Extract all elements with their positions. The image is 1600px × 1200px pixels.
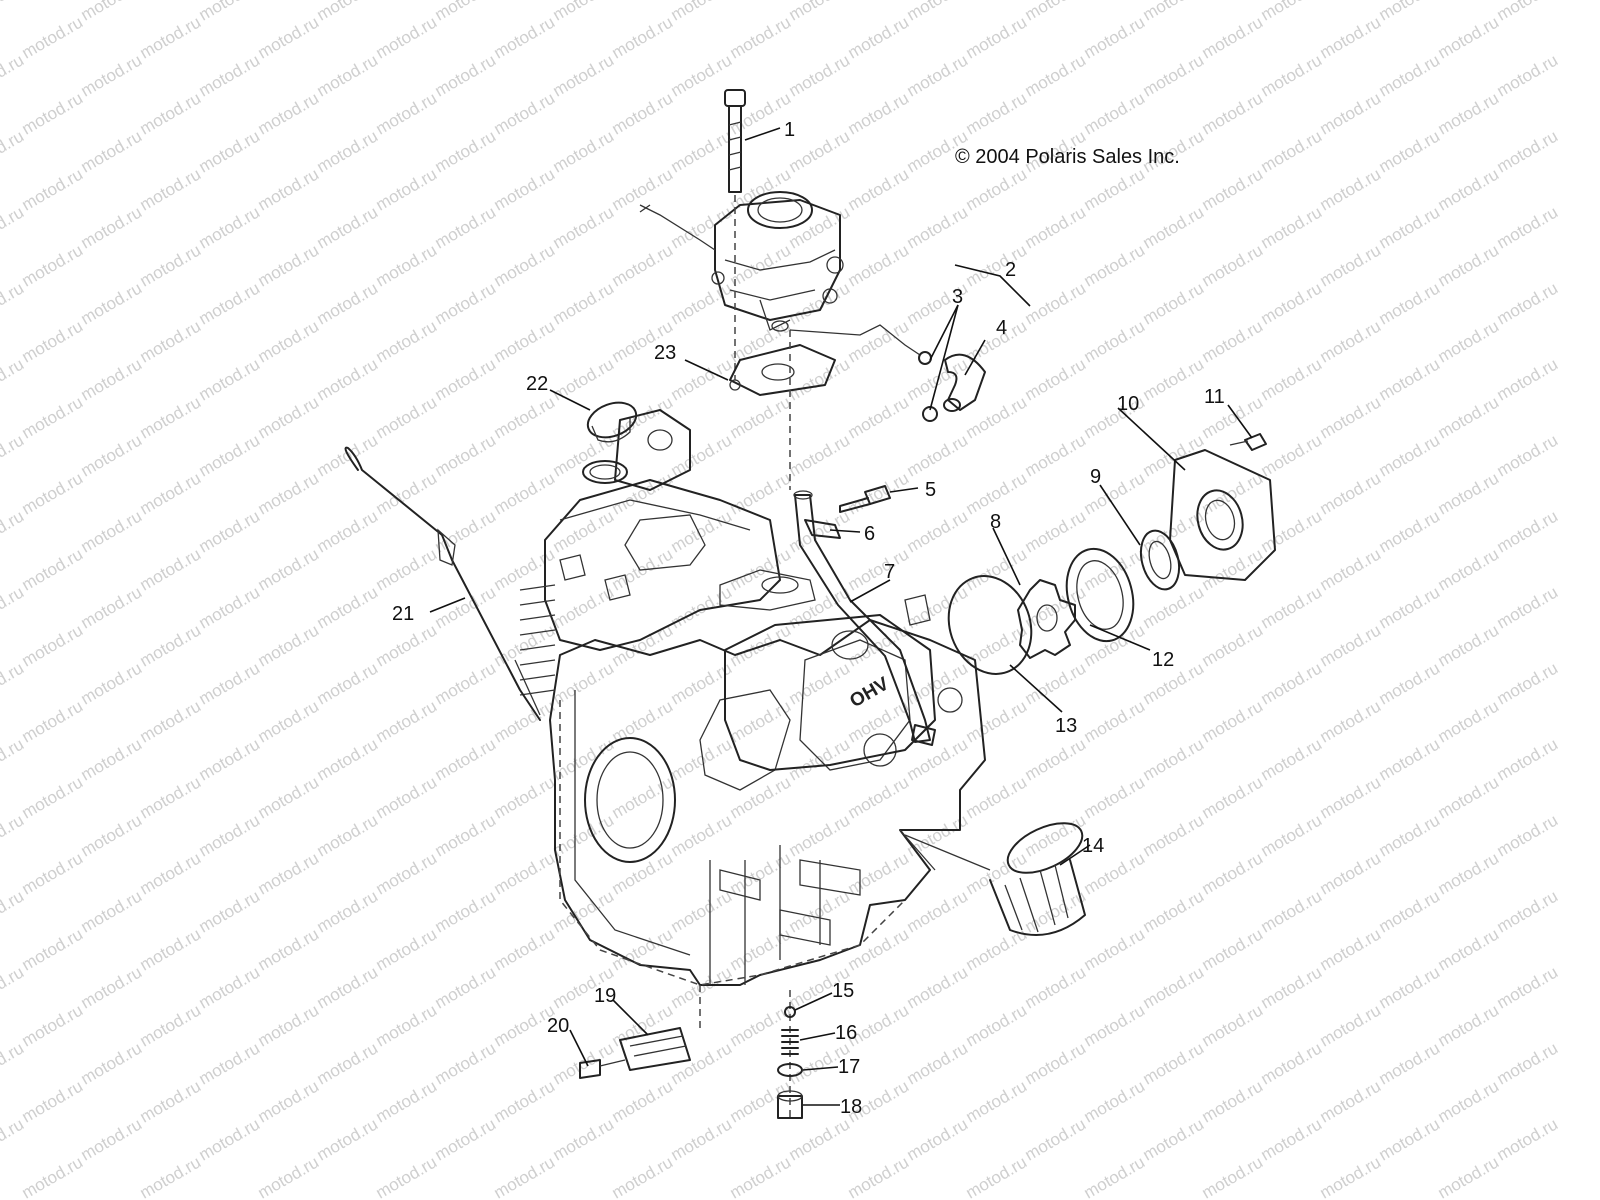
drain-parts [777,990,803,1120]
vent-hose-assembly [789,324,986,422]
oil-fill-cap [586,401,638,443]
callout-1: 1 [784,119,795,141]
callout-11: 11 [1204,386,1225,408]
callout-labels: 1 2 3 4 5 6 7 8 9 10 11 12 13 14 15 16 1… [392,119,1225,1118]
gasket-23 [729,330,836,490]
callout-10: 10 [1117,393,1139,415]
callout-5: 5 [925,479,936,501]
callout-12: 12 [1152,649,1174,671]
callout-4: 4 [996,317,1007,339]
bolt-1 [724,89,746,380]
callout-16: 16 [835,1022,857,1044]
callout-8: 8 [990,511,1001,533]
callout-21: 21 [392,603,414,625]
callout-7: 7 [884,561,895,583]
oil-pump-parts [947,433,1276,675]
breather-tube [793,485,936,746]
callout-18: 18 [840,1096,862,1118]
cylinder-head [519,409,781,696]
oil-filter [904,822,1086,936]
callout-19: 19 [594,985,616,1007]
copyright-notice: © 2004 Polaris Sales Inc. [955,146,1180,168]
cylinder: OHV [719,569,936,771]
leader-lines [429,127,1253,1106]
crankcase [549,619,986,986]
callout-3: 3 [952,286,963,308]
carburetor [639,191,844,332]
callout-17: 17 [838,1056,860,1078]
callout-22: 22 [526,373,548,395]
callout-2: 2 [1005,259,1016,281]
ohv-label: OHV [846,673,892,712]
callout-13: 13 [1055,715,1077,737]
callout-14: 14 [1082,835,1104,857]
screen-assembly [579,985,701,1079]
callout-23: 23 [654,342,676,364]
callout-9: 9 [1090,466,1101,488]
callout-6: 6 [864,523,875,545]
callout-15: 15 [832,980,854,1002]
dipstick [344,446,541,721]
callout-20: 20 [547,1015,569,1037]
